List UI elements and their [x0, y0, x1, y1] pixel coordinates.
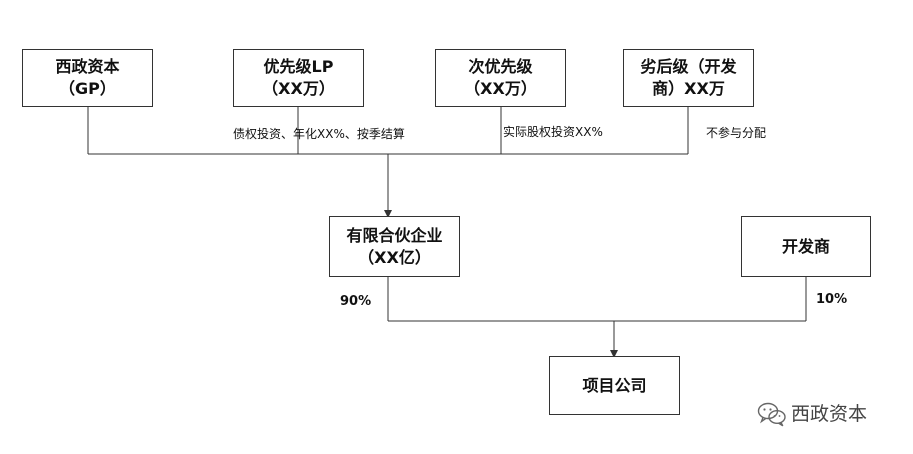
annotation-mezzanine: 实际股权投资XX% [503, 125, 603, 139]
wechat-icon [757, 402, 786, 427]
node-mezzanine-lp: 次优先级 （XX万） [435, 49, 566, 107]
node-priority-lp: 优先级LP （XX万） [233, 49, 364, 107]
annotation-priority: 债权投资、年化XX%、按季结算 [233, 127, 405, 141]
node-project-company: 项目公司 [549, 356, 680, 415]
node-partnership: 有限合伙企业 （XX亿） [329, 216, 460, 277]
share-developer: 10% [816, 292, 848, 307]
watermark-text: 西政资本 [791, 403, 868, 425]
node-gp: 西政资本 （GP） [22, 49, 153, 107]
node-developer: 开发商 [741, 216, 871, 277]
watermark: 西政资本 [757, 400, 867, 428]
node-subordinate-lp: 劣后级（开发 商）XX万 [623, 49, 754, 107]
annotation-subordinate: 不参与分配 [706, 126, 767, 140]
share-partnership: 90% [340, 294, 372, 309]
